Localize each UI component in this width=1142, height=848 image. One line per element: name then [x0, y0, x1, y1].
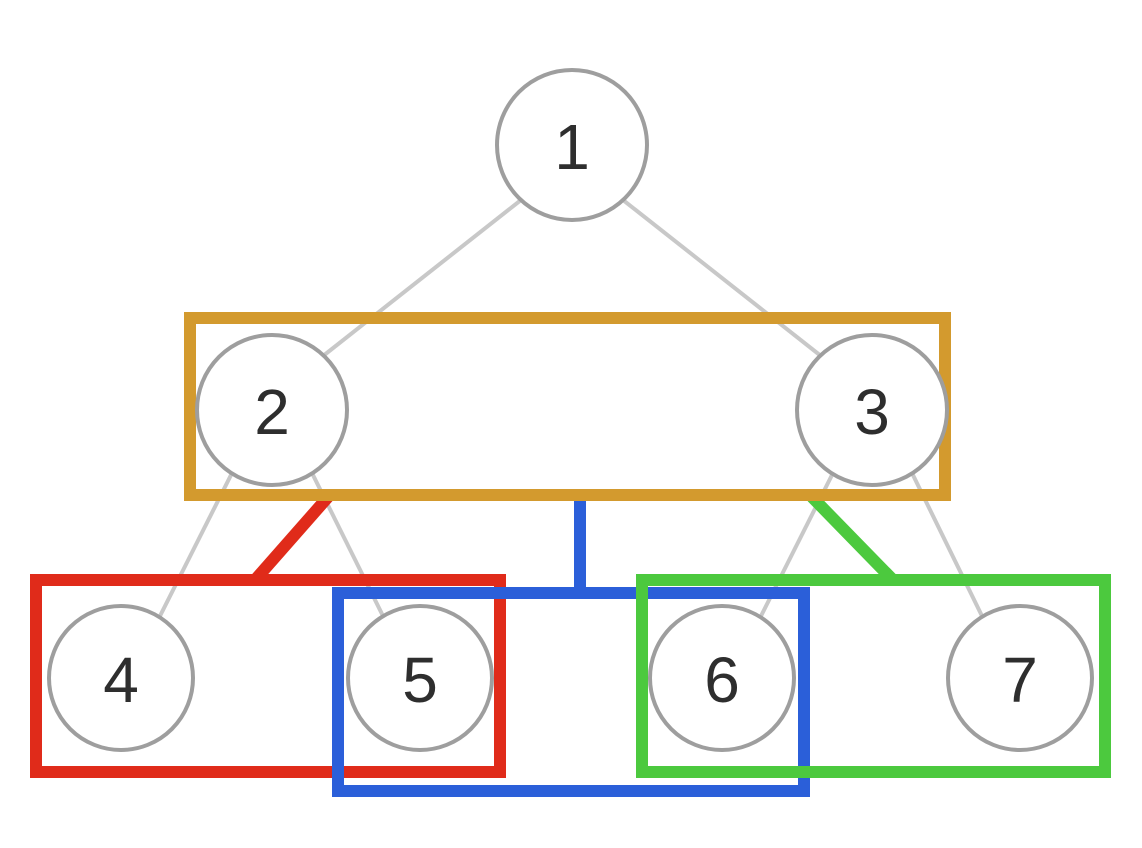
tree-node-2[interactable]: 2	[195, 333, 349, 487]
group-5-6[interactable]	[332, 587, 810, 797]
node-label-5: 5	[402, 644, 438, 716]
node-circle-1	[495, 68, 649, 222]
node-circle-4	[47, 604, 195, 752]
tree-node-6[interactable]: 6	[648, 604, 796, 752]
group-6-7[interactable]	[636, 574, 1111, 778]
tree-edge-n1-n2	[321, 198, 523, 358]
node-label-6: 6	[704, 644, 740, 716]
orange-to-red-connector	[250, 493, 333, 584]
node-label-1: 1	[554, 111, 590, 183]
node-circle-3	[795, 333, 949, 487]
node-label-3: 3	[854, 376, 890, 448]
tree-node-7[interactable]: 7	[946, 604, 1094, 752]
tree-node-1[interactable]: 1	[495, 68, 649, 222]
orange-to-green-connector	[807, 492, 898, 585]
node-label-7: 7	[1002, 644, 1038, 716]
node-circle-2	[195, 333, 349, 487]
node-circle-5	[346, 604, 494, 752]
node-label-2: 2	[254, 376, 290, 448]
node-layer: 1 2 3 4 5 6 7	[47, 68, 1094, 752]
node-circle-7	[946, 604, 1094, 752]
group-box-layer	[30, 312, 1111, 797]
tree-edge-n1-n3	[621, 198, 823, 358]
node-label-4: 4	[103, 644, 139, 716]
group-4-5[interactable]	[30, 574, 506, 778]
tree-node-5[interactable]: 5	[346, 604, 494, 752]
tree-node-3[interactable]: 3	[795, 333, 949, 487]
node-circle-6	[648, 604, 796, 752]
tree-node-4[interactable]: 4	[47, 604, 195, 752]
connector-layer	[250, 492, 898, 593]
